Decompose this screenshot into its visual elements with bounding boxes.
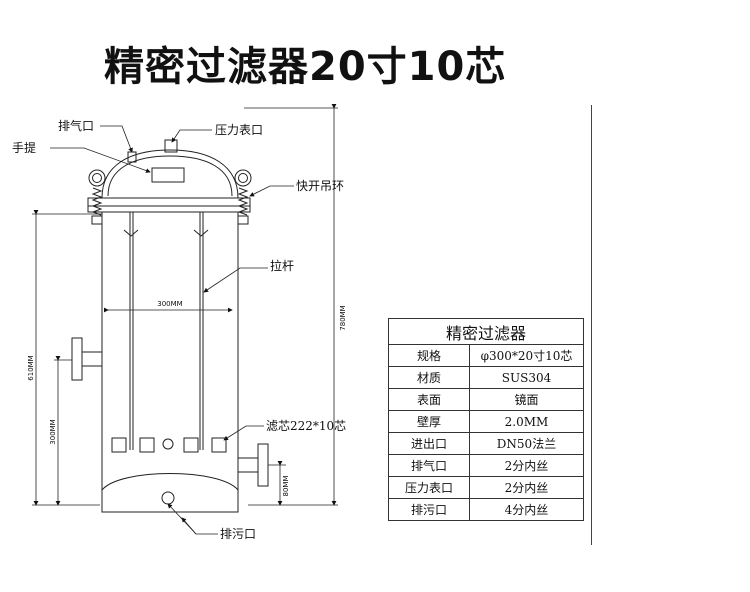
inlet-pipe bbox=[81, 351, 103, 367]
dim-inlet-height: 300MM bbox=[49, 419, 57, 444]
dim-diameter: 300MM bbox=[157, 300, 182, 308]
lifting-eye-left bbox=[88, 169, 106, 187]
flange bbox=[87, 197, 251, 213]
inlet-flange bbox=[71, 337, 83, 381]
spring-left bbox=[91, 187, 103, 216]
label-rod: 拉杆 bbox=[270, 258, 294, 273]
page-title: 精密过滤器20寸10芯 bbox=[104, 44, 507, 90]
outlet-flange bbox=[257, 443, 269, 487]
label-handle: 手提 bbox=[12, 140, 36, 155]
label-gauge-port: 压力表口 bbox=[215, 123, 263, 137]
label-drain: 排污口 bbox=[220, 527, 256, 541]
dim-total-height: 780MM bbox=[339, 305, 347, 330]
drain-port bbox=[161, 491, 175, 505]
spring-right bbox=[237, 187, 249, 216]
lid-dome bbox=[101, 149, 239, 199]
label-cartridge: 滤芯222*10芯 bbox=[266, 419, 346, 433]
bottom-dome bbox=[101, 473, 239, 491]
label-quick-ring: 快开吊环 bbox=[296, 179, 344, 193]
label-vent: 排气口 bbox=[58, 118, 94, 133]
handle bbox=[151, 167, 185, 183]
lifting-eye-right bbox=[234, 169, 252, 187]
gauge-port bbox=[164, 139, 178, 153]
spec-table-title: 精密过滤器 bbox=[388, 318, 584, 345]
dim-body-height: 610MM bbox=[27, 355, 35, 380]
divider-line bbox=[591, 105, 592, 545]
vessel-body bbox=[101, 211, 239, 513]
outlet-pipe bbox=[237, 457, 259, 473]
cartridge-seat bbox=[111, 437, 127, 453]
dim-outlet-height: 80MM bbox=[282, 476, 290, 497]
table-row: 表面镜面 bbox=[388, 388, 584, 411]
